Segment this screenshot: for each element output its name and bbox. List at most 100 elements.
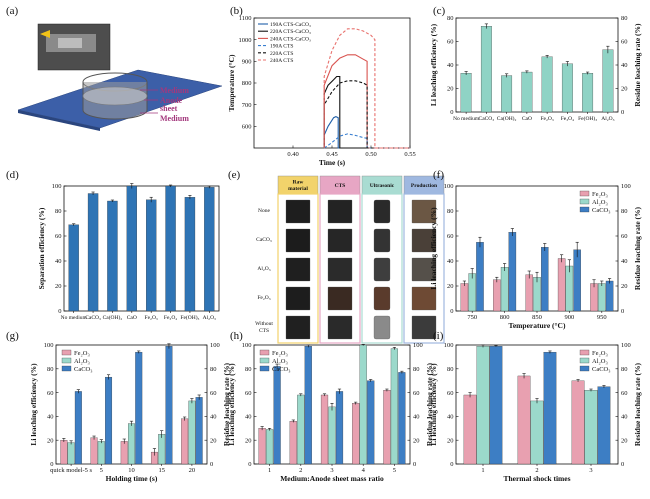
chart-c-ytick-label: 60 <box>447 39 454 46</box>
chart-d-frame <box>63 185 220 312</box>
chart-d-ytick-label: 80 <box>55 208 62 215</box>
chart-d-bar-0-1 <box>87 193 99 312</box>
chart-g-y2label: Residue leaching rate (%) <box>222 362 231 446</box>
chart-g-legend-swatch-2 <box>61 365 72 372</box>
chart-i-xlabel: Thermal shock times <box>503 474 570 483</box>
chart-d-xtick-label: Fe₃O₄ <box>164 315 177 321</box>
chart-b-legend-label-0: 190A CTS-CaCO₃ <box>270 22 311 28</box>
chart-g-xtick-label: 15 <box>158 467 165 474</box>
panel-f-label: (f) <box>433 169 444 181</box>
chart-i-ytick-label: 60 <box>447 390 454 397</box>
photo-sample-0-0 <box>285 199 311 224</box>
chart-i-legend-label-0: Fe₂O₃ <box>592 350 608 357</box>
photo-grid-header-label-0: Raw <box>293 180 304 186</box>
chart-c-bar-0-0 <box>460 73 472 113</box>
chart-g-xtick-label: 20 <box>189 467 196 474</box>
chart-f-y2label: Residue leaching rate (%) <box>633 206 642 290</box>
chart-d-bar-0-6 <box>184 197 196 312</box>
chart-d-xtick-label: Al₂O₃ <box>203 315 216 321</box>
panel-a-label: (a) <box>6 5 19 17</box>
chart-f-bar-2-2 <box>541 247 549 312</box>
chart-c-y2tick-label: 80 <box>621 15 628 22</box>
chart-i-bar-2-1 <box>543 351 557 465</box>
chart-f-legend-label-0: Fe₂O₃ <box>592 191 608 198</box>
chart-g-bar-0-1 <box>90 437 98 465</box>
chart-i-y2tick-label: 40 <box>621 414 628 421</box>
chart-f-bar-2-1 <box>508 232 517 312</box>
chart-h-bar-0-2 <box>320 394 329 465</box>
chart-b-ytick-label: 800 <box>242 80 252 87</box>
chart-f-bar-2-3 <box>573 249 581 312</box>
photo-sample-0-3 <box>411 199 437 224</box>
chart-f-ylabel: Li leaching efficiency (%) <box>429 207 438 290</box>
chart-h-xtick-label: 1 <box>268 467 271 474</box>
chart-g-ytick-label: 100 <box>44 342 54 349</box>
chart-g-ytick-label: 0 <box>50 461 53 468</box>
chart-c-bar-0-4 <box>541 56 553 113</box>
chart-g-bar-2-1 <box>105 376 113 465</box>
chart-f-legend-label-2: CaCO₃ <box>592 207 611 214</box>
chart-i-y2tick-label: 0 <box>621 461 624 468</box>
chart-g-bar-1-3 <box>158 434 166 465</box>
chart-h-bar-2-3 <box>367 380 375 465</box>
chart-g-bar-0-4 <box>181 418 189 465</box>
photo-sample-2-2 <box>373 257 391 282</box>
chart-d-xtick-label: Fe(OH)₃ <box>180 314 199 321</box>
photo-grid-row-label2-4: CTS <box>259 328 269 334</box>
chart-i-legend-swatch-1 <box>579 357 590 364</box>
chart-d-bar-0-0 <box>68 224 79 312</box>
chart-c-y2label: Residue leaching rate (%) <box>633 23 642 107</box>
chart-b-xtick-label: 0.50 <box>365 151 376 158</box>
chart-i-bar-1-0 <box>476 346 490 465</box>
photo-sample-4-0 <box>285 315 311 340</box>
chart-b-series-line-5 <box>323 28 410 149</box>
chart-g-y2tick-label: 80 <box>210 366 217 373</box>
chart-f-xtick-label: 750 <box>467 314 477 321</box>
chart-c-y2tick-label: 0 <box>621 109 624 116</box>
chart-i-ytick-label: 80 <box>447 366 454 373</box>
chart-g-bar-2-2 <box>135 351 143 465</box>
photo-sample-1-1 <box>327 228 353 253</box>
photo-grid-column-frame-3 <box>403 193 445 344</box>
chart-h-bar-0-4 <box>383 390 391 465</box>
annotation-medium-top: Medium <box>160 86 189 95</box>
chart-h-y2tick-label: 40 <box>413 414 420 421</box>
chart-f-bar-0-0 <box>460 283 469 312</box>
chart-g-y2tick-label: 60 <box>210 390 217 397</box>
chart-i-y2tick-label: 100 <box>621 342 631 349</box>
photo-sample-0-1 <box>327 199 353 224</box>
chart-d-ytick-label: 100 <box>52 183 62 190</box>
anode-sheet-edge <box>18 110 100 131</box>
photo-grid-header-label-2: Ultrasonic <box>370 183 395 189</box>
chart-b-legend-label-4: 220A CTS <box>270 51 293 57</box>
chart-f-bar-0-2 <box>525 274 533 312</box>
chart-f-xlabel: Temperature (°C) <box>509 321 566 330</box>
chart-d-xtick-label: Fe₂O₃ <box>145 315 158 321</box>
chart-f-y2tick-label: 80 <box>621 208 628 215</box>
chart-f-legend-swatch-1 <box>579 198 590 205</box>
chart-g-bar-2-0 <box>74 391 82 465</box>
chart-b-ylabel: Temperature (°C) <box>227 54 236 111</box>
chart-b-xtick-label: 0.40 <box>287 151 298 158</box>
chart-b-ytick-label: 900 <box>242 59 252 66</box>
equipment-photo-clamp <box>58 38 82 48</box>
photo-sample-4-1 <box>327 315 353 340</box>
chart-h-y2tick-label: 80 <box>413 366 420 373</box>
chart-f-ytick-label: 40 <box>447 258 454 265</box>
chart-h-xlabel: Medium:Anode sheet mass ratio <box>280 474 384 483</box>
chart-g-y2tick-label: 20 <box>210 437 217 444</box>
chart-i-bar-2-2 <box>597 386 611 465</box>
photo-grid-header-label-1: CTS <box>335 183 346 189</box>
chart-h-ytick-label: 60 <box>245 390 252 397</box>
panel-h-label: (h) <box>230 330 243 342</box>
chart-c-xtick-label: CaCO₃ <box>479 116 495 122</box>
chart-b-series-line-2 <box>323 54 410 149</box>
chart-h-legend-label-0: Fe₂O₃ <box>272 350 288 357</box>
chart-d-ylabel: Separation efficiency (%) <box>37 207 46 289</box>
chart-i-ytick-label: 0 <box>450 461 453 468</box>
chart-f-ytick-label: 60 <box>447 233 454 240</box>
chart-i-y2tick-label: 80 <box>621 366 628 373</box>
chart-h-ytick-label: 40 <box>245 414 252 421</box>
chart-h-bar-0-3 <box>352 403 360 465</box>
photo-sample-1-3 <box>411 228 437 253</box>
